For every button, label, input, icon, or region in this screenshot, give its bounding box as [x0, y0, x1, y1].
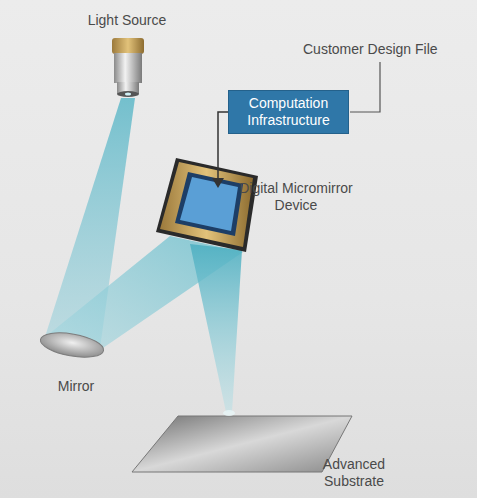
part-label: Digital Micromirror Device: [226, 180, 366, 214]
part-label: Mirror: [58, 378, 95, 395]
part-label: Advanced Substrate: [309, 456, 399, 490]
part-label: Light Source: [88, 12, 167, 29]
box-text: Computation Infrastructure: [235, 95, 342, 129]
process-box: Computation Infrastructure: [228, 90, 349, 134]
part-label: Customer Design File: [303, 41, 438, 58]
